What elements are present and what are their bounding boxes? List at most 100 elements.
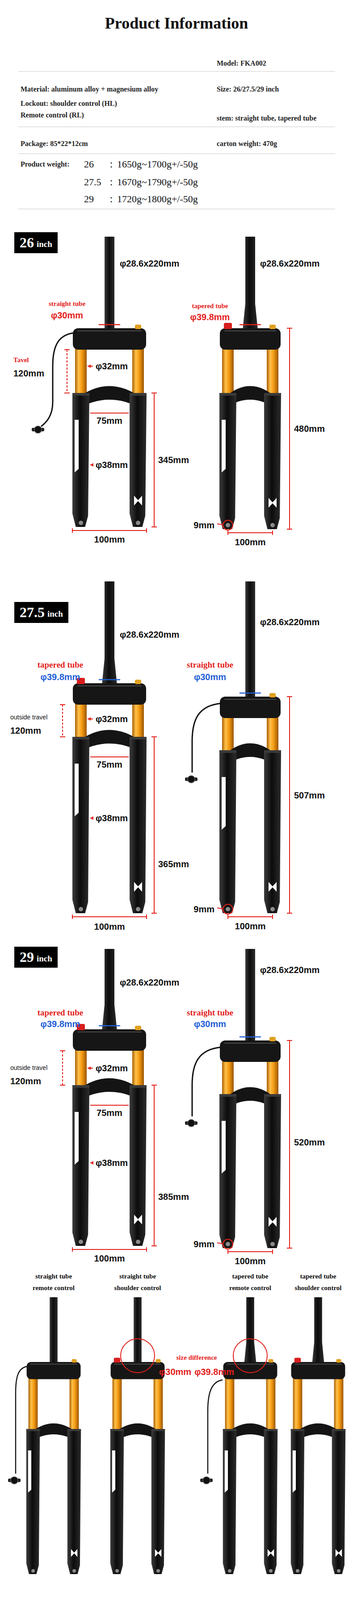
dimension-line bbox=[289, 328, 290, 530]
table-rule bbox=[17, 153, 336, 155]
spec-text: Lockout: shoulder control (HL) bbox=[20, 99, 118, 108]
steerer-tube bbox=[133, 1298, 142, 1365]
dimension-tick bbox=[272, 915, 274, 920]
dimension-label: φ28.6x220mm bbox=[260, 617, 320, 628]
dust-seal bbox=[264, 1094, 282, 1098]
dimension-line bbox=[227, 1252, 273, 1253]
leader-arrow bbox=[90, 816, 94, 821]
dimension-tick bbox=[227, 1250, 229, 1255]
lower-leg bbox=[110, 1429, 124, 1576]
crown-highlight bbox=[226, 1364, 274, 1366]
fork-illustration bbox=[207, 1298, 278, 1576]
dimension-tick bbox=[146, 1248, 148, 1253]
dimension-tick bbox=[151, 1085, 157, 1087]
dimension-label: φ39.8mm bbox=[194, 1367, 235, 1379]
dropout bbox=[225, 1242, 231, 1248]
spec-text: Material: aluminum alloy + magnesium all… bbox=[20, 85, 159, 94]
lower-leg bbox=[222, 1429, 237, 1576]
dimension-label: 507mm bbox=[294, 790, 325, 802]
remote-cable bbox=[192, 1047, 222, 1118]
dimension-label: φ39.8mm bbox=[40, 1019, 81, 1030]
leader-line bbox=[217, 524, 223, 526]
dimension-tick bbox=[286, 1248, 293, 1250]
note-label: tapered tube bbox=[37, 660, 84, 671]
dimension-label: φ30mm bbox=[193, 672, 227, 683]
note-label: straight tube bbox=[186, 1008, 234, 1019]
steerer-tube bbox=[242, 236, 258, 331]
lower-leg bbox=[129, 737, 147, 914]
decal-logo bbox=[335, 1550, 342, 1559]
dimension-label: φ32mm bbox=[95, 714, 128, 725]
fork-crown bbox=[72, 1029, 147, 1052]
decal-stripe bbox=[224, 1451, 228, 1494]
dimension-label: 9mm bbox=[193, 520, 215, 531]
dimension-label: φ30mm bbox=[159, 1367, 192, 1379]
weight-text: 27.5 bbox=[84, 176, 102, 189]
steerer-tube bbox=[245, 949, 256, 1043]
crown-highlight bbox=[224, 699, 277, 701]
size-text: inch bbox=[36, 239, 53, 250]
remote-lever bbox=[184, 776, 198, 784]
dimension-label: 100mm bbox=[235, 537, 266, 548]
dimension-tick bbox=[59, 736, 66, 738]
dimension-line bbox=[289, 1041, 290, 1249]
dust-seal bbox=[264, 1429, 278, 1433]
lower-leg bbox=[219, 393, 237, 530]
spec-text: Remote control (RL) bbox=[20, 111, 85, 120]
dimension-label: 100mm bbox=[94, 1254, 126, 1265]
dimension-label: 345mm bbox=[158, 455, 190, 466]
fork-crown bbox=[219, 1041, 281, 1063]
dropout bbox=[115, 1570, 119, 1574]
dimension-tick bbox=[151, 392, 157, 394]
lower-leg bbox=[290, 1429, 305, 1576]
diameter-mark bbox=[239, 324, 261, 326]
size-badge: 29inch bbox=[14, 947, 58, 969]
fork-crown bbox=[72, 328, 147, 350]
dropout bbox=[270, 907, 275, 912]
crown-highlight bbox=[294, 1364, 342, 1366]
steerer-tube bbox=[101, 949, 118, 1032]
lockout-knob bbox=[113, 1358, 121, 1364]
decal-logo bbox=[134, 495, 143, 506]
spec-text: Size: 26/27.5/29 inch bbox=[216, 85, 279, 94]
decal-logo bbox=[155, 1550, 162, 1559]
table-rule bbox=[17, 71, 336, 72]
decal-stripe bbox=[221, 777, 226, 831]
dimension-line bbox=[227, 532, 273, 534]
air-cap bbox=[134, 680, 142, 685]
decal-stripe bbox=[221, 1121, 226, 1175]
dimension-label: 120mm bbox=[13, 368, 45, 379]
note-label: outside travel bbox=[10, 714, 48, 722]
dropout bbox=[225, 907, 231, 912]
size-text: 27.5 bbox=[19, 605, 45, 621]
weight-text: 1650g~1700g+/-50g bbox=[117, 158, 198, 171]
dimension-tick bbox=[146, 915, 148, 920]
weight-text: ： bbox=[106, 175, 117, 190]
dimension-tick bbox=[272, 530, 274, 536]
lower-leg bbox=[72, 737, 90, 914]
spec-text: stem: straight tube, tapered tube bbox=[216, 114, 317, 123]
diameter-mark bbox=[239, 693, 261, 695]
spec-text: Product weight: bbox=[20, 160, 70, 169]
dimension-tick bbox=[64, 349, 70, 351]
size-text: inch bbox=[36, 954, 53, 965]
decal-stripe bbox=[292, 1451, 296, 1494]
crown-highlight bbox=[224, 1043, 277, 1045]
dimension-label: φ28.6x220mm bbox=[260, 258, 320, 269]
dimension-label: 75mm bbox=[96, 760, 123, 771]
fork-illustration bbox=[290, 1298, 346, 1576]
dust-seal bbox=[219, 750, 237, 754]
steerer-tube bbox=[311, 1298, 324, 1365]
dimension-tick bbox=[227, 915, 229, 920]
dimension-tick bbox=[227, 530, 229, 536]
remote-cable bbox=[192, 703, 222, 774]
leader-arrow bbox=[87, 364, 91, 369]
dimension-label: 120mm bbox=[10, 726, 42, 737]
crown-highlight bbox=[77, 1032, 142, 1034]
dimension-line bbox=[153, 1085, 155, 1247]
steerer-tube bbox=[245, 581, 256, 699]
spec-text: Package: 85*22*12cm bbox=[20, 139, 89, 148]
weight-text: ： bbox=[106, 157, 117, 172]
dimension-tick bbox=[286, 1040, 293, 1042]
steerer-tube bbox=[104, 236, 115, 331]
